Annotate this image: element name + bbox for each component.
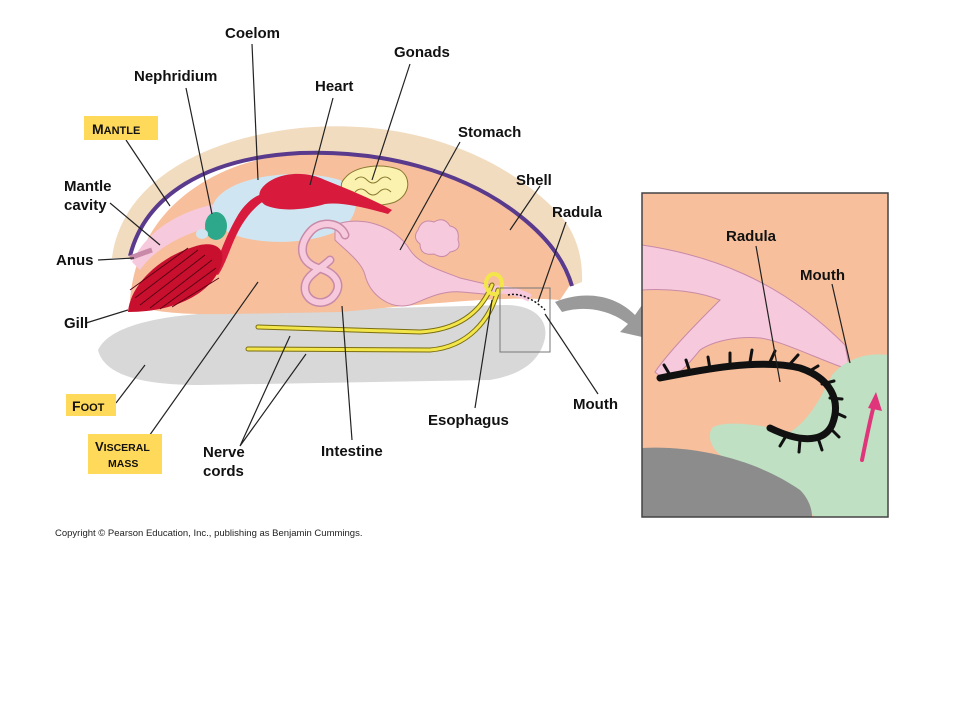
- nephridium-label: Nephridium: [134, 68, 217, 85]
- mouth-label: Mouth: [573, 396, 618, 413]
- intestine-coil-inner: [299, 221, 348, 306]
- inset-rock: [642, 447, 812, 517]
- coelom-label: Coelom: [225, 25, 280, 42]
- nephridium-shape: [205, 212, 227, 240]
- foot-tag-box: [66, 394, 116, 416]
- nerve-cords-label-line2: cords: [203, 463, 244, 480]
- stomach-label: Stomach: [458, 124, 521, 141]
- mantle-cavity: [132, 198, 340, 270]
- anus-label: Anus: [56, 252, 94, 269]
- heart-shape: [259, 173, 392, 214]
- radula-label: Radula: [552, 204, 603, 221]
- nerve-cords-label-line1: Nerve: [203, 444, 245, 461]
- gill-filaments: [129, 247, 220, 310]
- gonads-label: Gonads: [394, 44, 450, 61]
- mantle-cavity-label-line1: Mantle: [64, 178, 112, 195]
- pericardium-blob: [196, 229, 208, 239]
- mollusc-body: [98, 126, 583, 385]
- nerve-cord-upper-fill: [256, 283, 494, 334]
- anus-opening: [129, 247, 153, 261]
- gonads-lobes: [354, 176, 392, 196]
- digestive-gland: [414, 219, 460, 258]
- esophagus-tube: [489, 285, 532, 302]
- inset-radula-label: Radula: [726, 228, 777, 245]
- zoom-arrow: [555, 295, 655, 340]
- main-radula: [507, 293, 546, 311]
- visceral-tag: VISCERAL: [95, 439, 150, 454]
- inset-motion-arrow-head: [868, 392, 882, 411]
- foot-tag: FOOT: [72, 398, 105, 414]
- leader-lines: [85, 43, 851, 447]
- nerve-cord-lower-fill: [246, 288, 500, 352]
- nerve-ring: [484, 272, 504, 296]
- inset-mouth-label: Mouth: [800, 267, 845, 284]
- aorta: [212, 194, 265, 275]
- copyright-notice: Copyright © Pearson Education, Inc., pub…: [55, 528, 362, 539]
- inset-radula-teeth: [662, 348, 847, 454]
- mantle-band: [128, 150, 574, 287]
- mass-tag: MASS: [108, 458, 138, 470]
- intestine-label: Intestine: [321, 443, 383, 460]
- shell-shape: [112, 126, 583, 286]
- foot-shape: [98, 305, 546, 385]
- mantle-tag-box: [84, 116, 158, 140]
- stomach-shape: [334, 220, 496, 307]
- inset-digestive: [641, 244, 851, 381]
- inset-frame: [641, 192, 889, 518]
- esophagus-label: Esophagus: [428, 412, 509, 429]
- heart-label: Heart: [315, 78, 353, 95]
- shell-label: Shell: [516, 172, 552, 189]
- radula-inset: [641, 192, 889, 518]
- gill-label: Gill: [64, 315, 88, 332]
- zoom-region-box: [499, 287, 551, 353]
- mantle-cavity-label-line2: cavity: [64, 197, 107, 214]
- visceral-mass-tag-box: [88, 434, 162, 474]
- mantle-tag: MANTLE: [92, 121, 140, 137]
